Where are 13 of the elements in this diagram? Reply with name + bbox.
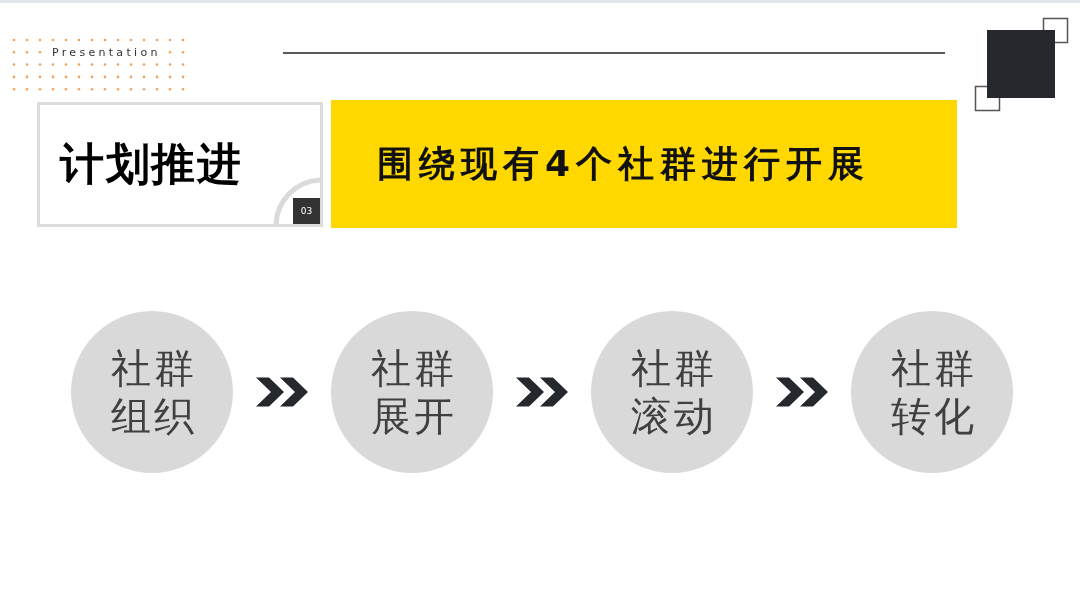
double-chevron-arrow <box>776 377 828 407</box>
double-chevron-arrow <box>256 377 308 407</box>
number-tile <box>293 198 320 224</box>
double-chevron-arrow <box>516 377 568 407</box>
section-title: 计划推进 <box>60 137 242 191</box>
banner <box>331 100 957 228</box>
step-label: 社群展开 <box>369 344 458 440</box>
title-card <box>37 102 323 227</box>
banner-heading: 围绕现有4个社群进行开展 <box>377 141 871 186</box>
step-label: 社群组织 <box>109 344 198 440</box>
step-label: 社群转化 <box>889 344 978 440</box>
section-number: 03 <box>300 205 313 217</box>
step-label: 社群滚动 <box>629 344 718 440</box>
